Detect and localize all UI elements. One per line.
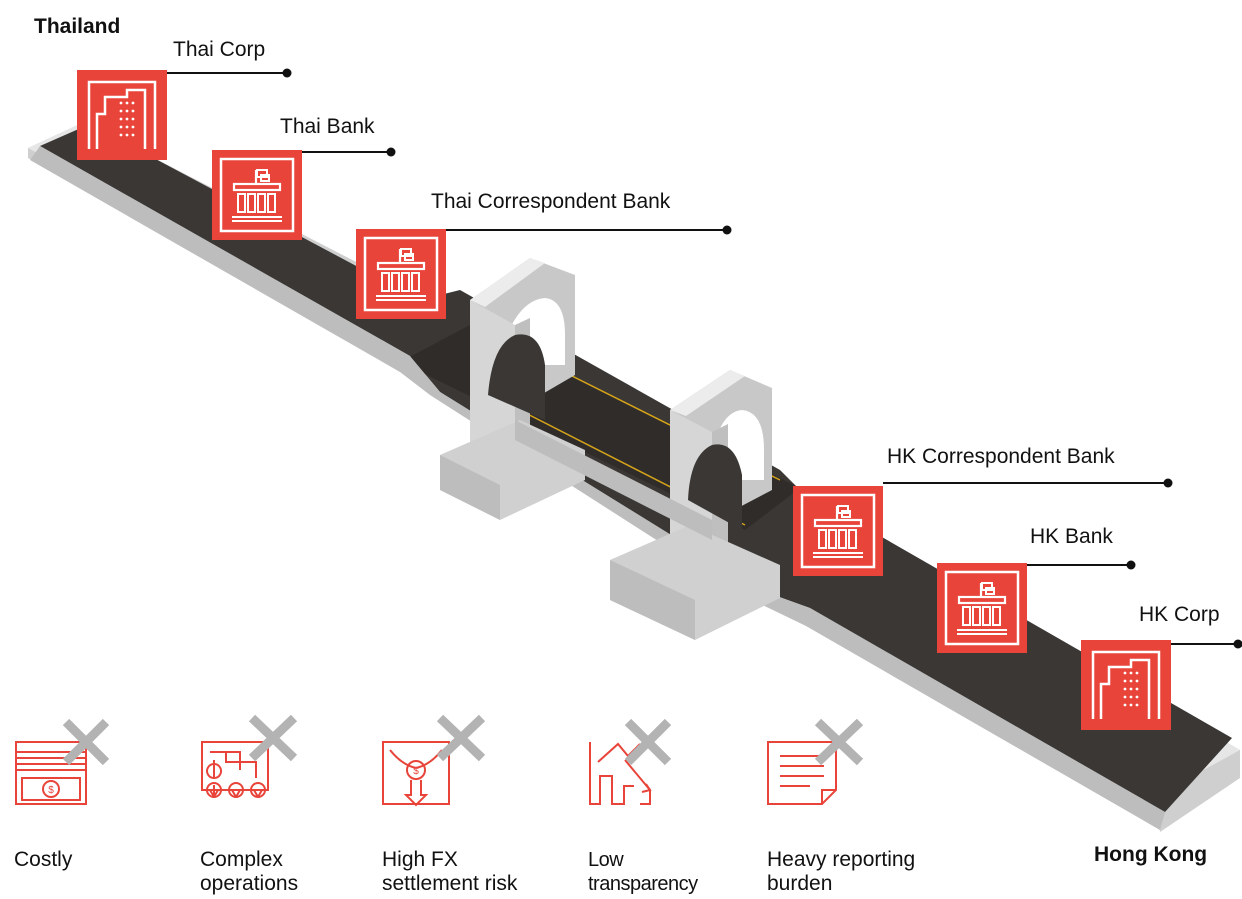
issue-label-line: Heavy reporting <box>767 848 916 871</box>
issue-label-heavy-reporting: Heavy reporting burden <box>767 848 967 896</box>
location-pins-icon <box>201 741 269 798</box>
money-bill-icon: $ <box>15 741 87 805</box>
issue-label-high-fx-risk: High FX settlement risk <box>382 848 582 896</box>
node-label-hk-corp: HK Corp <box>1139 603 1220 626</box>
issue-label-line: burden <box>767 872 833 895</box>
issue-label-line: High FX <box>382 848 458 871</box>
issue-crosses <box>62 714 864 766</box>
issue-label-complex-operations: Complex operations <box>200 848 400 896</box>
leader-dots <box>282 68 1242 649</box>
node-label-hk-bank: HK Bank <box>1030 525 1113 548</box>
node-label-thai-correspondent-bank: Thai Correspondent Bank <box>431 190 671 213</box>
issue-label-line: Low <box>588 849 624 871</box>
node-icon-5 <box>1081 640 1171 730</box>
node-icon-4 <box>937 563 1027 653</box>
node-icon-1 <box>212 150 302 240</box>
node-icon-2 <box>356 229 446 319</box>
node-label-thai-corp: Thai Corp <box>173 38 266 61</box>
svg-text:$: $ <box>413 766 419 777</box>
issue-label-line: settlement risk <box>382 872 518 895</box>
node-label-hk-correspondent-bank: HK Correspondent Bank <box>887 445 1115 468</box>
document-icon <box>767 741 837 805</box>
issue-label-line: operations <box>200 872 299 895</box>
issue-label-line: transparency <box>588 873 698 895</box>
destination-region-label: Hong Kong <box>1094 843 1208 866</box>
node-icon-3 <box>793 486 883 576</box>
node-label-thai-bank: Thai Bank <box>280 115 375 138</box>
issue-label-low-transparency: Low transparency <box>588 848 788 896</box>
fx-exchange-icon: $ <box>382 741 450 807</box>
leader-lines <box>167 72 1240 645</box>
node-icon-0 <box>77 70 167 160</box>
bridge <box>440 258 780 640</box>
issue-label-costly: Costly <box>14 848 214 872</box>
origin-region-label: Thailand <box>34 15 121 38</box>
svg-text:$: $ <box>48 785 54 796</box>
issue-label-line: Costly <box>14 848 73 871</box>
issue-label-line: Complex <box>200 848 283 871</box>
